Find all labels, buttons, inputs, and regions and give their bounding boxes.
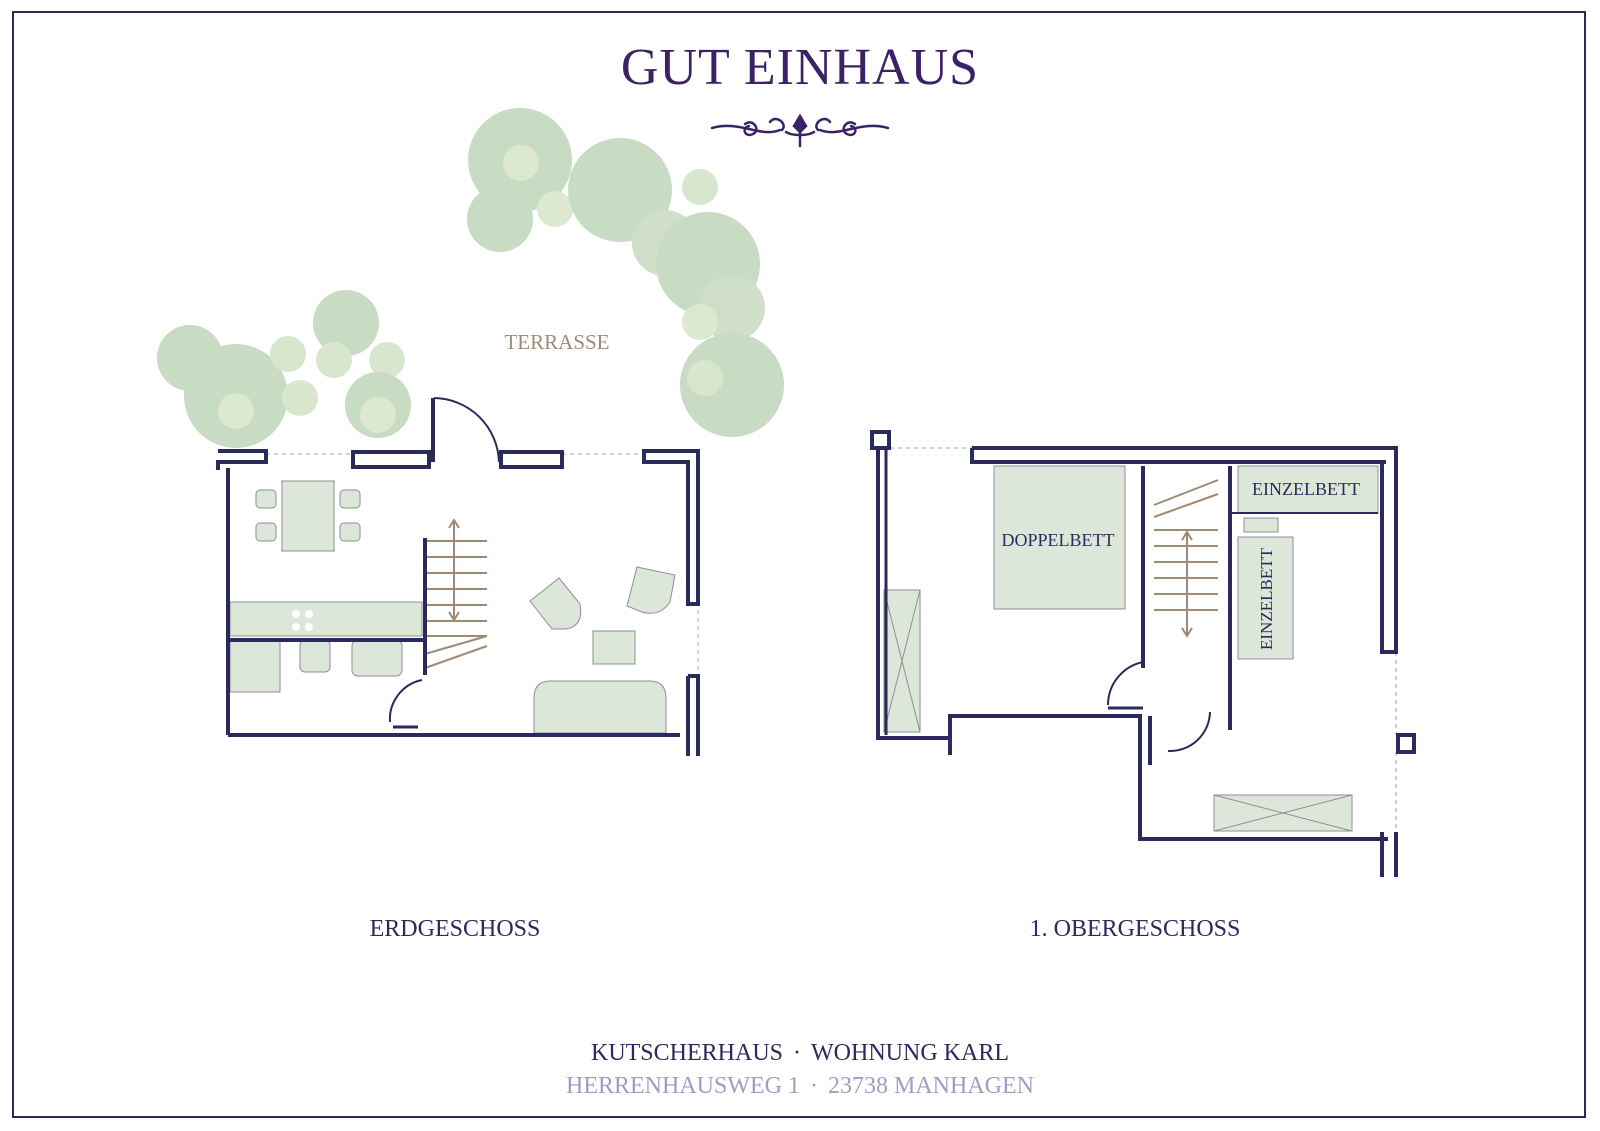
dining-chair [255, 489, 277, 509]
footer-separator: · [793, 1040, 802, 1066]
upper-windows [890, 447, 1397, 832]
footer-apartment: WOHNUNG KARL [811, 1040, 1009, 1066]
footer-property: KUTSCHERHAUS · WOHNUNG KARL [0, 1040, 1600, 1067]
page-title: GUT EINHAUS [620, 39, 980, 96]
nightstand [1243, 517, 1279, 533]
upper-furniture-marks [883, 589, 1353, 832]
armchair [626, 566, 676, 614]
dining-chair [339, 489, 361, 509]
label-einzelbett-side: EINZELBETT [1257, 548, 1276, 650]
kitchen-counter [229, 601, 423, 637]
upper-floor-plan [870, 430, 1416, 877]
armchair [529, 577, 582, 630]
label-terrasse: TERRASSE [504, 330, 610, 354]
footer-house: KUTSCHERHAUS [590, 1040, 784, 1066]
footer-city: 23738 MANHAGEN [828, 1073, 1034, 1099]
label-doppelbett: DOPPELBETT [1001, 530, 1115, 550]
ground-furniture [229, 480, 676, 734]
upper-furniture [883, 465, 1379, 832]
coffee-table [592, 630, 636, 665]
cooktop [292, 610, 313, 631]
ground-walls [216, 398, 700, 756]
double-bed [993, 465, 1126, 610]
upper-doors [1107, 661, 1211, 753]
upper-stairs [1153, 479, 1219, 638]
ground-windows [266, 453, 699, 672]
page-frame [12, 11, 1586, 1118]
footer-address: HERRENHAUSWEG 1 · 23738 MANHAGEN [0, 1073, 1600, 1100]
ornament [710, 113, 890, 148]
kitchen-appliance [299, 639, 331, 673]
label-obergeschoss: 1. OBERGESCHOSS [1029, 916, 1241, 942]
upper-walls [870, 430, 1416, 877]
trees [157, 108, 784, 448]
kitchen-sink [351, 639, 403, 677]
dining-chair [255, 522, 277, 542]
ground-floor-plan [216, 397, 700, 756]
footer-street: HERRENHAUSWEG 1 [566, 1073, 800, 1099]
label-einzelbett-top: EINZELBETT [1252, 479, 1360, 499]
footer-separator: · [810, 1073, 818, 1099]
single-bed-top [1237, 465, 1379, 514]
label-erdgeschoss: ERDGESCHOSS [369, 916, 541, 942]
kitchen-cabinet [229, 639, 281, 693]
ground-stairs [424, 518, 488, 669]
ground-doors [388, 397, 500, 723]
dining-chair [339, 522, 361, 542]
single-bed-side [1237, 536, 1294, 660]
sofa [533, 680, 667, 734]
dining-table [281, 480, 335, 552]
